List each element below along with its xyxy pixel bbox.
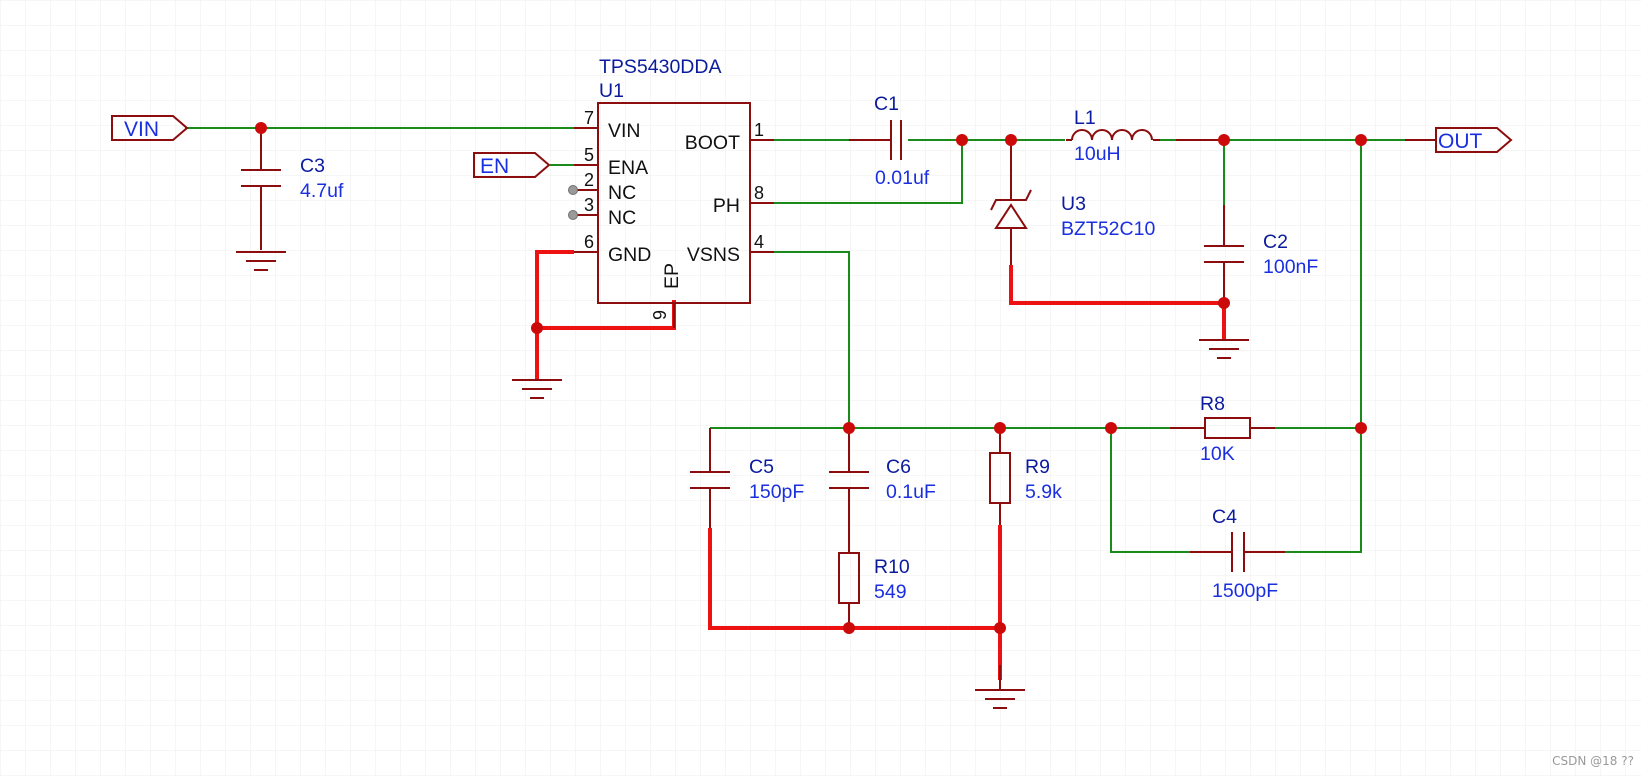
pin-number: 8 [754, 183, 764, 203]
capacitor-c3[interactable]: C3 4.7uf [241, 155, 344, 202]
component-value: 5.9k [1025, 481, 1062, 503]
component-ref: C1 [874, 93, 899, 115]
resistor-r9[interactable]: R9 5.9k [989, 452, 1062, 504]
junction-dot [956, 134, 968, 146]
pin-name: GND [608, 244, 651, 266]
capacitor-c4[interactable]: C4 1500pF [1212, 506, 1278, 602]
capacitor-c6[interactable]: C6 0.1uF [829, 456, 936, 503]
wire-vsns [750, 251, 850, 428]
component-value: 0.1uF [886, 481, 936, 503]
resistor-r8[interactable]: R8 10K [1200, 393, 1251, 465]
junction-dot [843, 622, 855, 634]
pin-name: ENA [608, 157, 648, 179]
junction-dot [1218, 134, 1230, 146]
pin-name: NC [608, 182, 636, 204]
port-label: EN [480, 155, 509, 178]
component-value: 10uH [1074, 143, 1121, 165]
wire-gnd-pin [535, 250, 574, 380]
junction-dot [994, 622, 1006, 634]
component-value: BZT52C10 [1061, 218, 1155, 240]
component-ref: C3 [300, 155, 325, 177]
inductor-l1[interactable]: L1 10uH [1071, 107, 1153, 165]
pin-number: 3 [584, 195, 594, 215]
junction-dot [1105, 422, 1117, 434]
pin-number: 1 [754, 120, 764, 140]
component-value: 0.01uf [875, 167, 930, 189]
pin-number: 4 [754, 232, 764, 252]
junction-dot [843, 422, 855, 434]
component-value: 4.7uf [300, 180, 344, 202]
ground-symbol [512, 379, 562, 399]
pin-number: 9 [650, 310, 670, 320]
component-ref: C4 [1212, 506, 1237, 528]
zener-diode-u3[interactable]: U3 BZT52C10 [990, 189, 1155, 240]
pin-number: 2 [584, 170, 594, 190]
junction-dot [1355, 134, 1367, 146]
junction-dot [1005, 134, 1017, 146]
pin-name: PH [713, 195, 740, 217]
part-leads [260, 128, 1436, 628]
component-ref: C2 [1263, 231, 1288, 253]
component-ref: R9 [1025, 456, 1050, 478]
resistor-r10[interactable]: R10 549 [838, 552, 910, 604]
component-value: 100nF [1263, 256, 1318, 278]
wire-ph [750, 140, 963, 204]
capacitor-c1[interactable]: C1 0.01uf [874, 93, 930, 189]
component-ref: L1 [1074, 107, 1096, 129]
pin-name: NC [608, 207, 636, 229]
pin-name: BOOT [685, 132, 740, 154]
junction-dot [1218, 297, 1230, 309]
component-ref: C6 [886, 456, 911, 478]
port-label: VIN [124, 118, 159, 141]
nc-pin-marker [568, 185, 578, 195]
pin-number: 7 [584, 108, 594, 128]
watermark: CSDN @18 ?? [1552, 754, 1634, 768]
ground-symbol [1199, 339, 1249, 359]
component-value: 1500pF [1212, 580, 1278, 602]
pin-number: 5 [584, 145, 594, 165]
component-ref: R8 [1200, 393, 1225, 415]
capacitor-c2[interactable]: C2 100nF [1204, 231, 1318, 278]
pin-name: VIN [608, 120, 641, 142]
port-vin[interactable]: VIN [111, 115, 189, 141]
capacitor-c5[interactable]: C5 150pF [690, 456, 804, 503]
wire-zener-gnd [1009, 265, 1224, 305]
component-ref: R10 [874, 556, 910, 578]
junction-dot [531, 322, 543, 334]
junction-dot [1355, 422, 1367, 434]
component-ref: C5 [749, 456, 774, 478]
ic-ref: U1 [599, 80, 624, 102]
junction-dot [255, 122, 267, 134]
component-value: 10K [1200, 443, 1235, 465]
pin-name: EP [661, 263, 683, 289]
wire-c5-gnd [708, 528, 1000, 630]
component-value: 150pF [749, 481, 804, 503]
component-ref: U3 [1061, 193, 1086, 215]
junctions [255, 122, 1367, 634]
nc-pin-marker [568, 210, 578, 220]
pin-name: VSNS [687, 244, 740, 266]
ic-part-number: TPS5430DDA [599, 56, 721, 78]
wire-c4-left [1110, 428, 1190, 553]
ground-symbol [236, 251, 286, 271]
port-label: OUT [1438, 130, 1483, 153]
port-en[interactable]: EN [473, 152, 551, 178]
wire-c4-right [1285, 428, 1362, 553]
ic-u1[interactable]: TPS5430DDA U1 7 VIN 5 ENA 2 NC 3 NC 6 GN… [568, 56, 775, 328]
component-value: 549 [874, 581, 907, 603]
junction-dot [994, 422, 1006, 434]
pin-number: 6 [584, 232, 594, 252]
port-out[interactable]: OUT [1435, 127, 1513, 153]
